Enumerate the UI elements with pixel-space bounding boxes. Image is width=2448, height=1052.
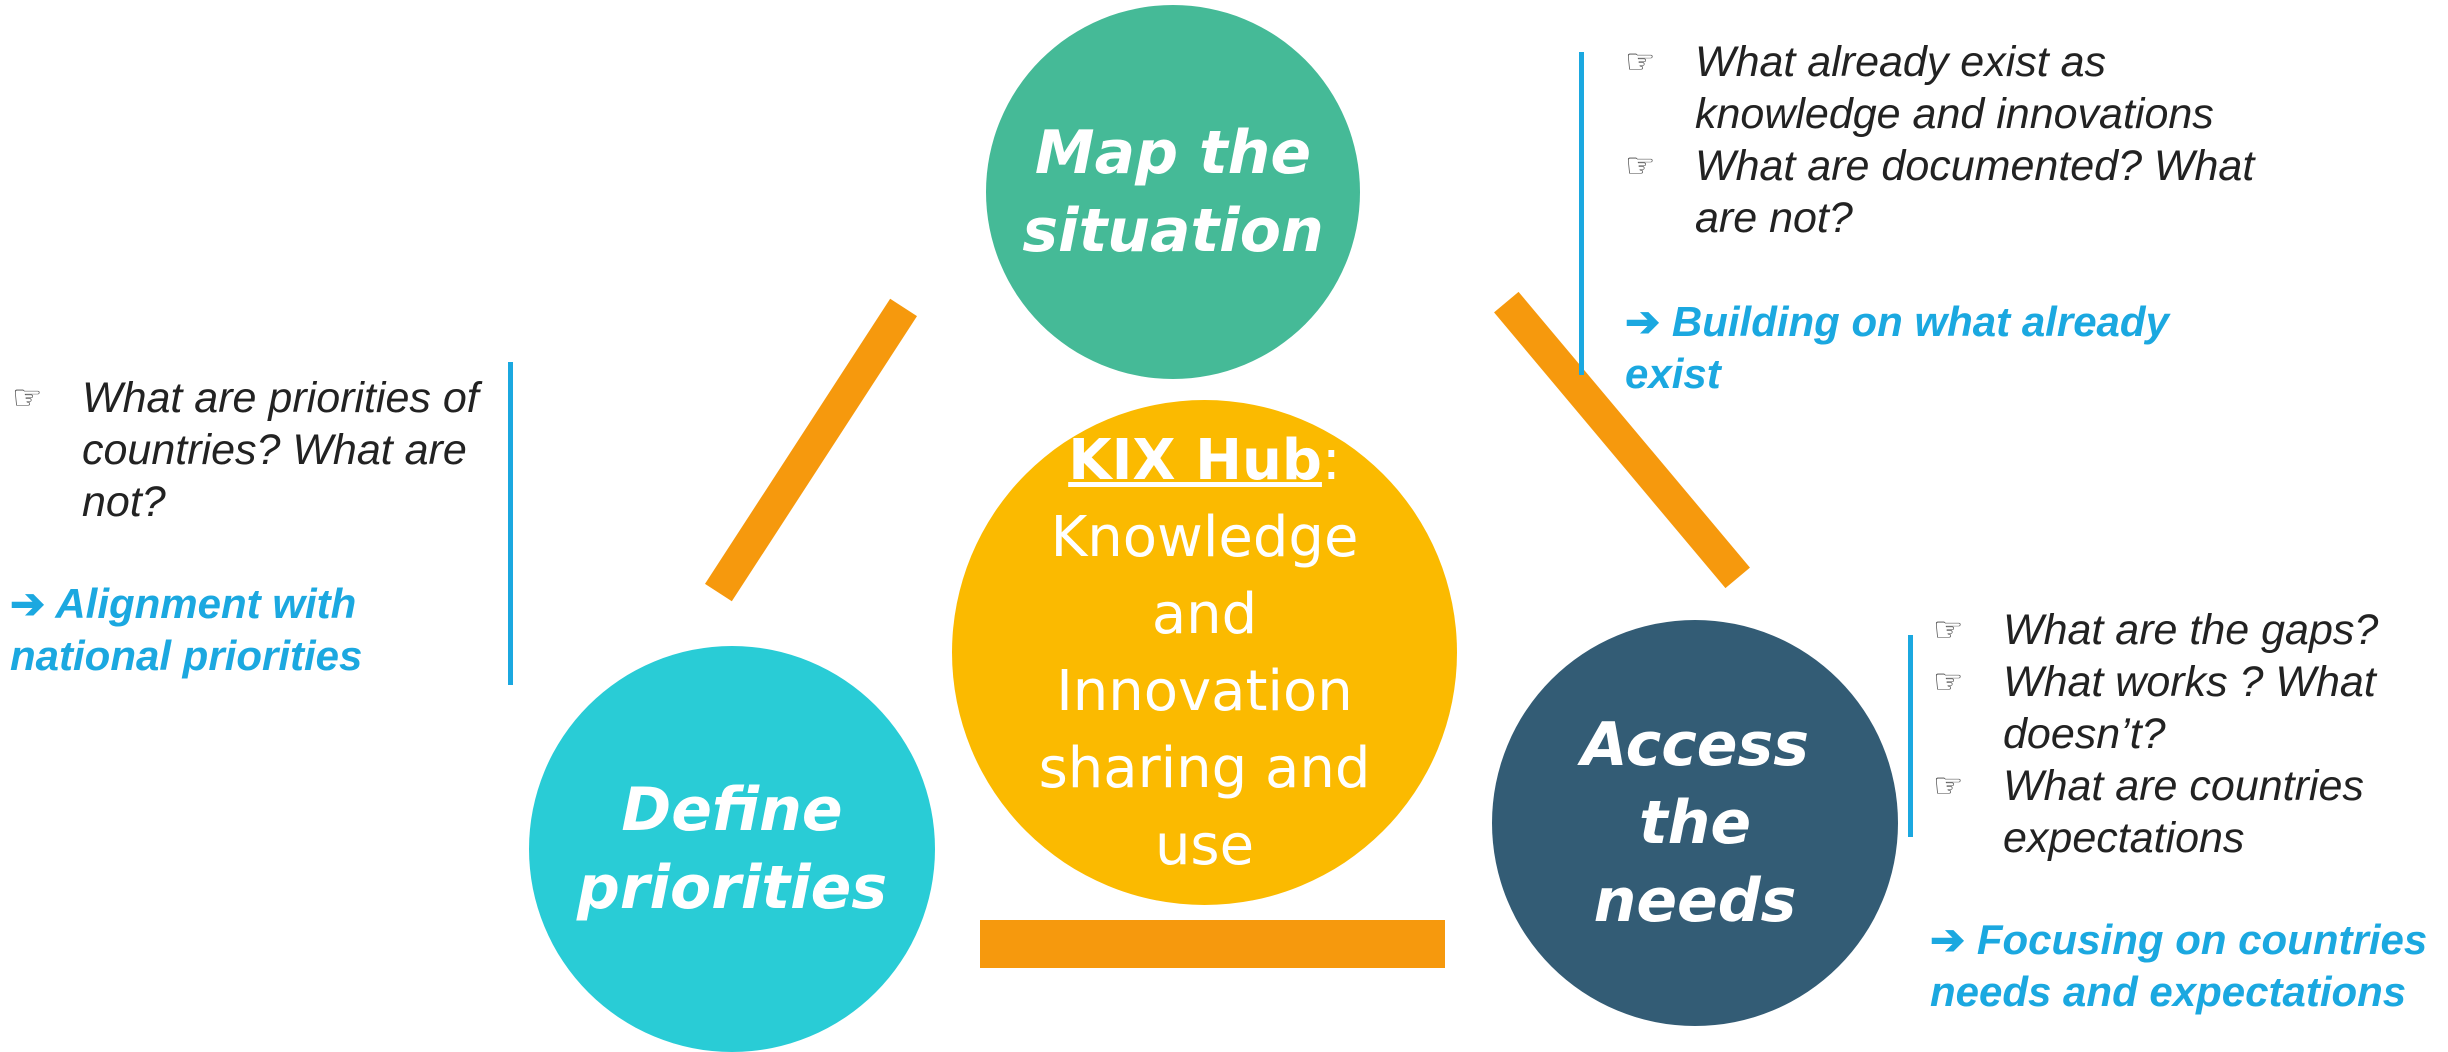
define-priorities-circle: Define priorities: [529, 646, 935, 1052]
define-panel-divider: [508, 362, 513, 685]
access-outcome-text: Focusing on countries needs and expectat…: [1930, 916, 2428, 1015]
access-needs-circle: Access the needs: [1492, 620, 1898, 1026]
kix-hub-text: KIX Hub: Knowledge and Innovation sharin…: [1015, 422, 1395, 884]
map-panel-divider: [1579, 52, 1584, 375]
access-outcome: ➔ Focusing on countries needs and expect…: [1930, 914, 2440, 1018]
kix-hub-title-line: KIX Hub:: [1015, 422, 1395, 499]
list-item: ☞ What are documented? What are not?: [1625, 140, 2315, 244]
list-item: ☞ What are the gaps?: [1933, 604, 2413, 656]
access-panel-divider: [1908, 635, 1913, 837]
pointing-hand-icon: ☞: [1933, 663, 1964, 701]
right-arrow-icon: ➔: [10, 580, 46, 627]
define-question-1: What are priorities of countries? What a…: [82, 374, 479, 526]
kix-hub-circle: KIX Hub: Knowledge and Innovation sharin…: [952, 400, 1457, 905]
access-question-3: What are countries expectations: [2003, 762, 2364, 862]
pointing-hand-icon: ☞: [1933, 767, 1964, 805]
connector-left: [704, 298, 918, 602]
kix-hub-description: Knowledge and Innovation sharing and use: [1038, 504, 1371, 878]
right-arrow-icon: ➔: [1930, 916, 1966, 963]
access-question-2: What works ? What doesn’t?: [2003, 658, 2376, 758]
pointing-hand-icon: ☞: [12, 379, 43, 417]
define-priorities-label: Define priorities: [576, 775, 888, 923]
access-question-list: ☞ What are the gaps? ☞ What works ? What…: [1933, 604, 2413, 864]
access-needs-label: Access the needs: [1581, 710, 1809, 936]
kix-hub-colon: :: [1321, 427, 1341, 493]
kix-hub-title: KIX Hub: [1068, 427, 1322, 493]
list-item: ☞ What are countries expectations: [1933, 760, 2413, 864]
pointing-hand-icon: ☞: [1625, 147, 1656, 185]
map-situation-label: Map the situation: [1022, 118, 1324, 266]
map-question-1: What already exist as knowledge and inno…: [1695, 38, 2214, 138]
list-item: ☞ What works ? What doesn’t?: [1933, 656, 2413, 760]
list-item: ☞ What are priorities of countries? What…: [12, 372, 482, 528]
define-question-list: ☞ What are priorities of countries? What…: [12, 372, 482, 528]
pointing-hand-icon: ☞: [1933, 611, 1964, 649]
map-outcome-text: Building on what already exist: [1625, 298, 2169, 397]
define-outcome-text: Alignment with national priorities: [10, 580, 363, 679]
map-situation-circle: Map the situation: [986, 5, 1360, 379]
map-question-list: ☞ What already exist as knowledge and in…: [1625, 36, 2315, 244]
connector-bottom: [980, 920, 1445, 968]
define-outcome: ➔ Alignment with national priorities: [10, 578, 430, 682]
list-item: ☞ What already exist as knowledge and in…: [1625, 36, 2315, 140]
access-question-1: What are the gaps?: [2003, 606, 2379, 654]
map-outcome: ➔ Building on what already exist: [1625, 296, 2245, 400]
pointing-hand-icon: ☞: [1625, 43, 1656, 81]
map-question-2: What are documented? What are not?: [1695, 142, 2255, 242]
right-arrow-icon: ➔: [1625, 298, 1661, 345]
